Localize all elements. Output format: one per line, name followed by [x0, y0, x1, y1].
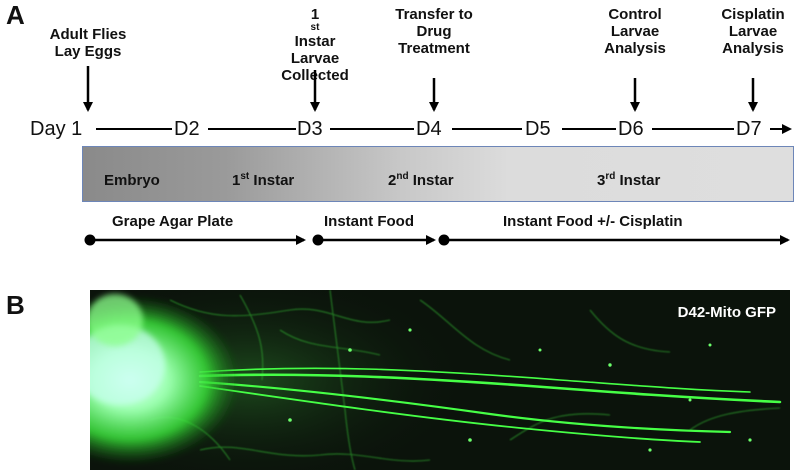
punctum [648, 448, 652, 452]
stage-label-embryo: Embryo [104, 172, 160, 189]
day-prefix: Day [30, 118, 66, 140]
stage-rest: Instar [249, 172, 295, 189]
day-label-3: D3 [297, 118, 323, 140]
stage-label-third-instar: 3rd Instar [597, 171, 661, 190]
mito-puncta [288, 328, 752, 452]
event-line: Transfer to [395, 6, 473, 23]
stage-label-second-instar: 2nd Instar [388, 171, 454, 190]
event-line: Lay Eggs [54, 43, 122, 60]
day-label-7: D7 [736, 118, 762, 140]
micrograph-drawing [90, 290, 790, 470]
nerve-path [199, 446, 431, 462]
event-line: Cisplatin [721, 6, 785, 23]
event-cisplatin-analysis: Cisplatin Larvae Analysis [698, 6, 800, 57]
event-control-analysis: Control Larvae Analysis [580, 6, 690, 57]
panel-b-letter: B [6, 290, 25, 320]
panel-a-letter: A [6, 0, 25, 30]
day-label-1: Day 1 [30, 118, 82, 141]
axon [199, 367, 751, 393]
nerve-path [689, 407, 781, 431]
stage-base: 2 [388, 172, 397, 189]
nerve-path [239, 294, 264, 381]
food-label-instant-cisplatin: Instant Food +/- Cisplatin [503, 213, 683, 230]
stage-label-first-instar: 1st Instar [232, 171, 295, 190]
event-line-base: 1 [310, 6, 320, 23]
nerve-path [169, 299, 391, 323]
nerve-path [419, 299, 511, 361]
nerve-path [329, 290, 356, 470]
axon [198, 380, 732, 434]
event-transfer-to-drug: Transfer to Drug Treatment [379, 6, 489, 57]
punctum [288, 418, 292, 422]
axon-bundles [198, 367, 782, 443]
event-line: Larvae [610, 23, 660, 40]
axon [198, 373, 782, 404]
event-line: Control [608, 6, 662, 23]
gfp-label: D42-Mito GFP [677, 304, 776, 321]
event-line: Drug [416, 23, 452, 40]
stage-sup: st [240, 171, 250, 182]
event-line: Adult Flies [49, 26, 127, 43]
event-line: Treatment [398, 40, 470, 57]
stage-base: 1 [232, 172, 241, 189]
stage-sup: nd [396, 171, 409, 182]
day-label-6: D6 [618, 118, 644, 140]
punctum [608, 363, 612, 367]
day-label-5: D5 [525, 118, 551, 140]
stage-rest: Instar [615, 172, 661, 189]
stage-rest: Instar [408, 172, 454, 189]
event-adult-flies-lay-eggs: Adult Flies Lay Eggs [33, 26, 143, 60]
event-line: Analysis [604, 40, 666, 57]
cell-body-lobe [90, 294, 143, 346]
stage-sup: rd [605, 171, 616, 182]
punctum [468, 438, 472, 442]
food-start-dot [84, 234, 96, 246]
food-start-dot [438, 234, 450, 246]
event-line: Larvae [290, 50, 340, 67]
developmental-stage-bar [82, 146, 794, 202]
food-start-dot [312, 234, 324, 246]
gfp-micrograph: D42-Mito GFP [90, 290, 790, 470]
event-line: Analysis [722, 40, 784, 57]
nerve-path [509, 413, 611, 441]
day-label-2: D2 [174, 118, 200, 140]
nerve-path [279, 329, 381, 356]
event-line-rest: Instar [294, 33, 336, 50]
punctum [538, 348, 542, 352]
nerve-path [589, 309, 671, 353]
punctum [748, 438, 752, 442]
day-value: 1 [71, 118, 83, 140]
food-label-instant-food: Instant Food [324, 213, 414, 230]
event-line-sup: st [310, 22, 320, 33]
punctum [688, 398, 692, 402]
punctum [708, 343, 712, 347]
event-line: Larvae [728, 23, 778, 40]
stage-base: 3 [597, 172, 606, 189]
timeline-graphics [83, 66, 792, 246]
food-label-grape-agar: Grape Agar Plate [112, 213, 234, 230]
day-label-4: D4 [416, 118, 442, 140]
axon [199, 385, 701, 443]
punctum [348, 348, 352, 352]
punctum [408, 328, 412, 332]
